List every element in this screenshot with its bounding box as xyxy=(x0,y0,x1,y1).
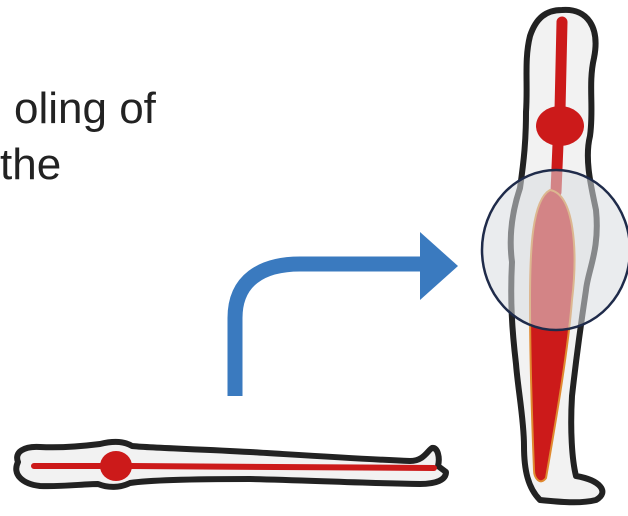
supine-vessel xyxy=(34,466,434,468)
arrow-shaft xyxy=(235,264,424,396)
pooling-highlight-circle xyxy=(482,170,628,330)
arrow-head xyxy=(420,232,458,300)
transition-arrow xyxy=(235,232,458,396)
standing-vessel-upper xyxy=(560,22,562,110)
supine-heart xyxy=(100,451,132,481)
supine-body-figure xyxy=(16,442,446,487)
